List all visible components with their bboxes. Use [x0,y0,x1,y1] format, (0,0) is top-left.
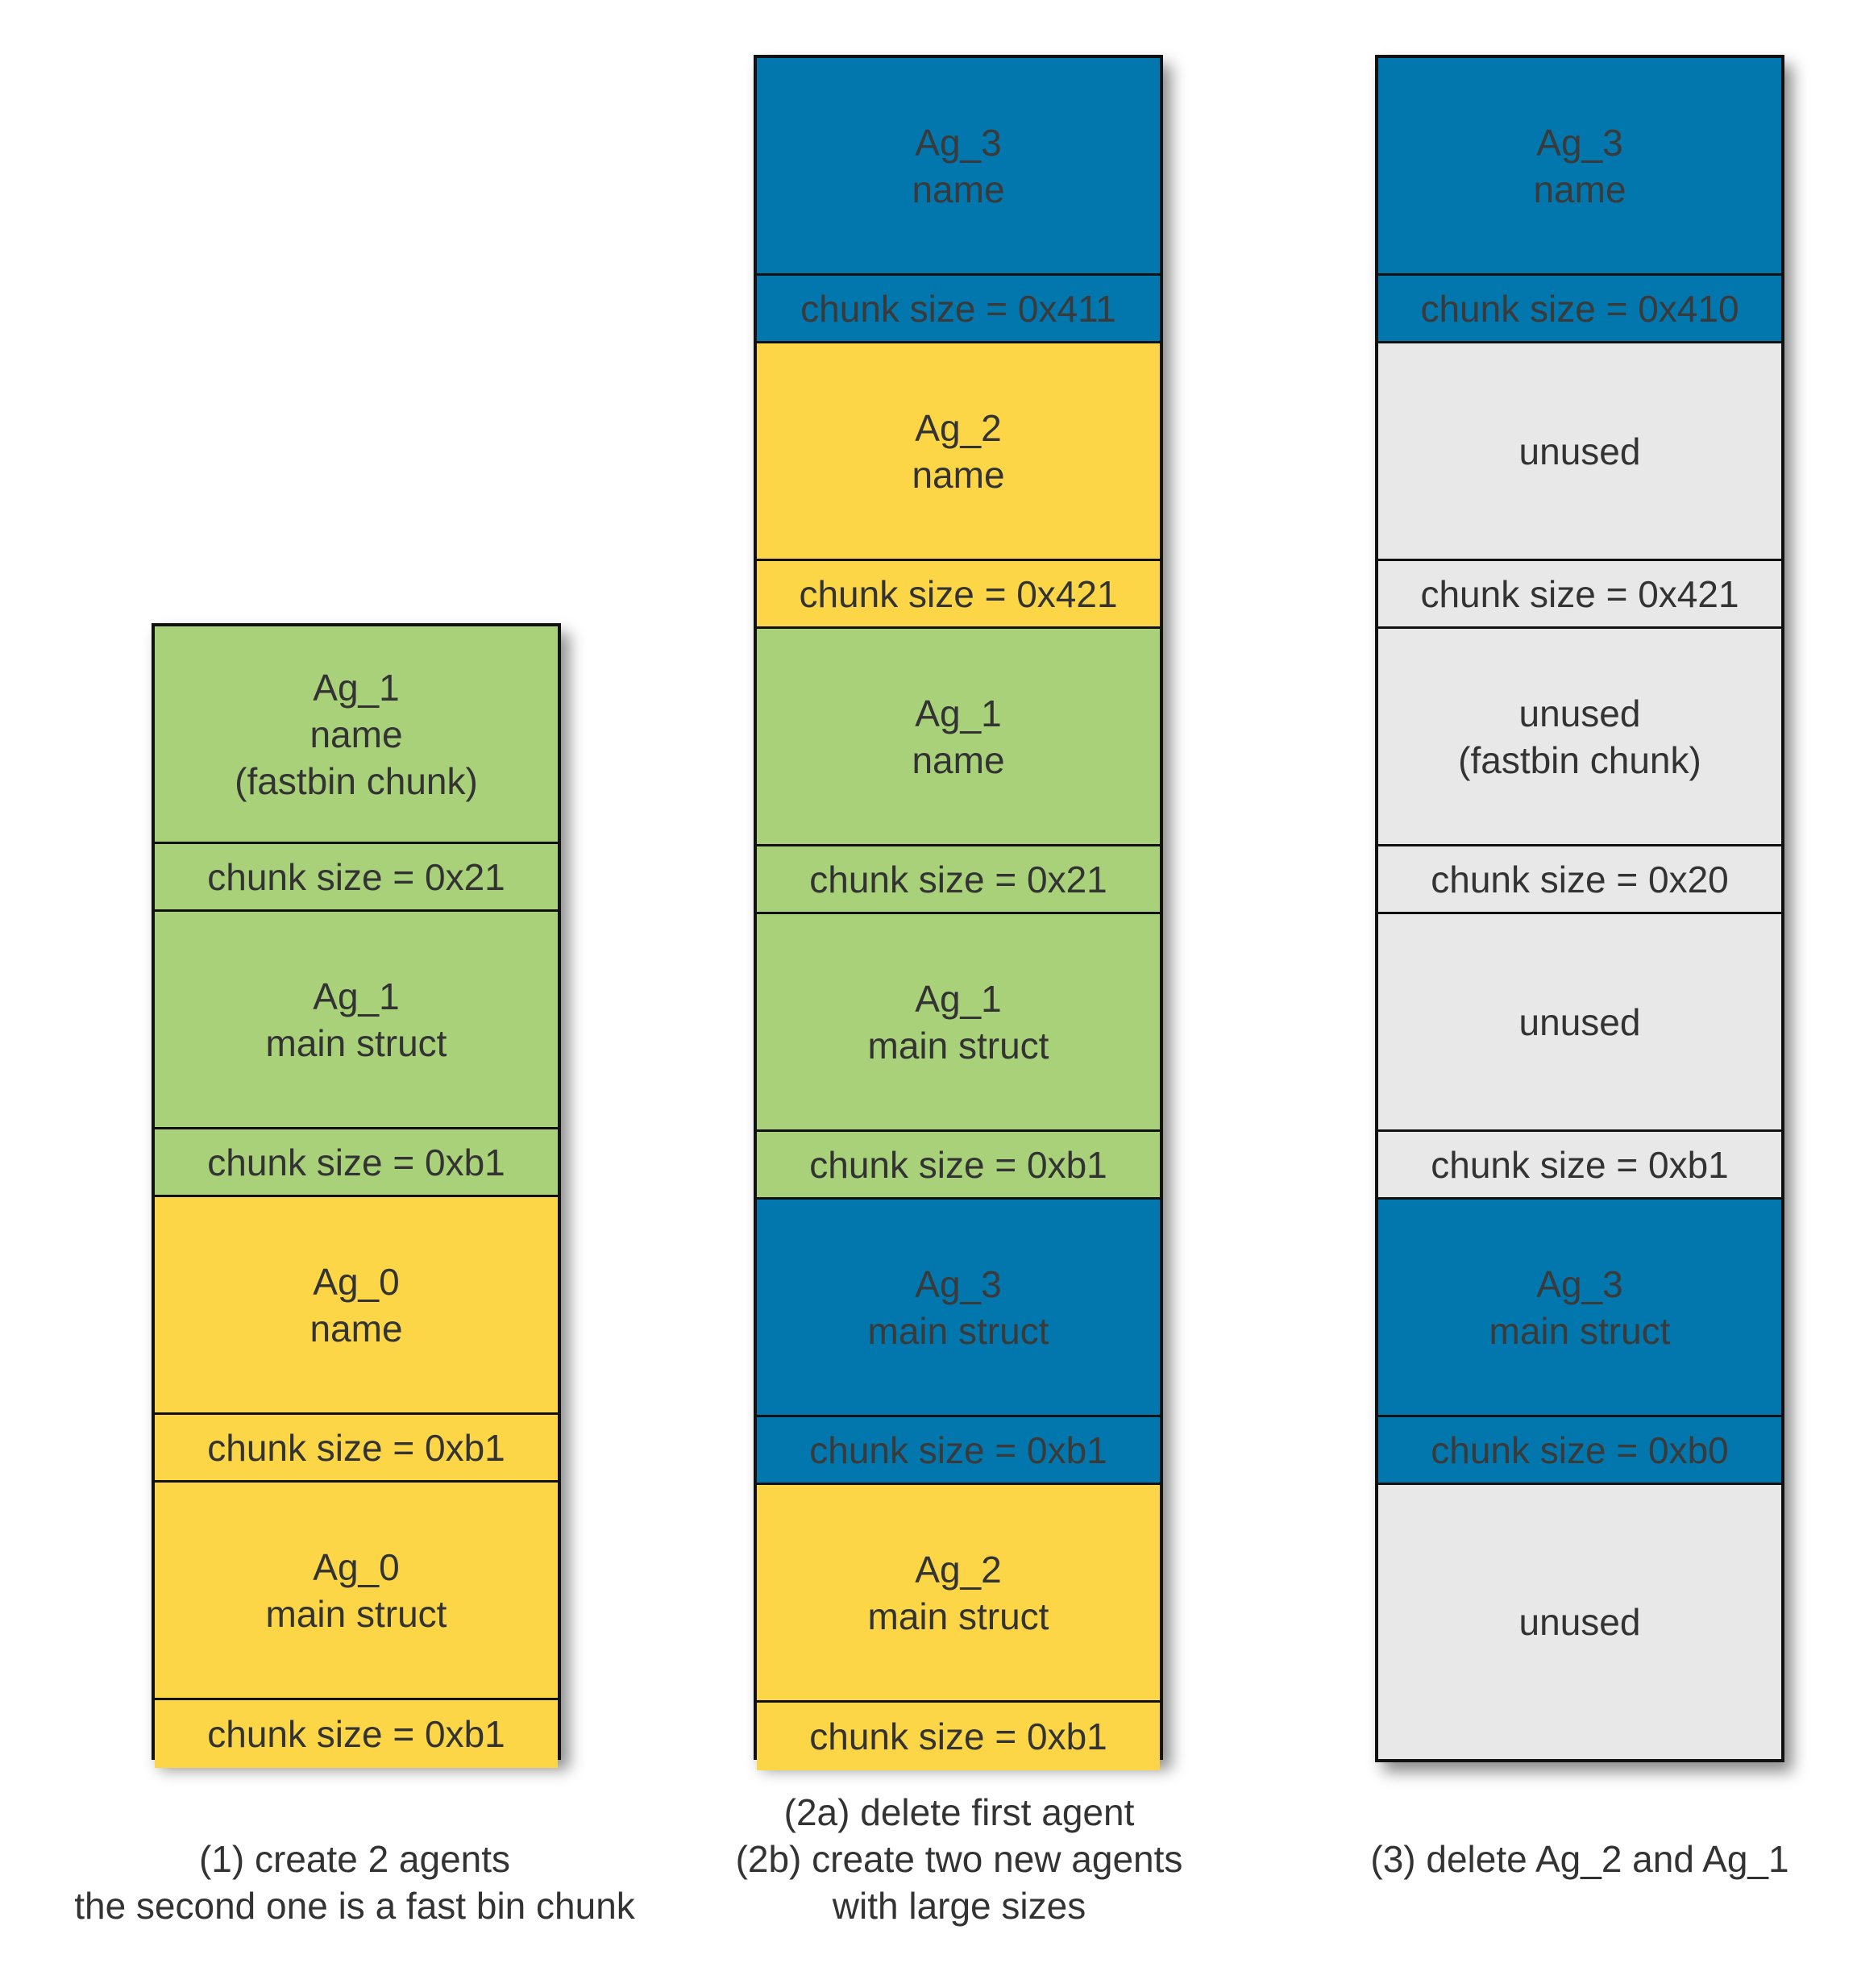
chunk-size-header: chunk size = 0x421 [757,561,1160,629]
caption-step-2: (2a) delete first agent (2b) create two … [735,1791,1183,1927]
heap-chunk-block: Ag_1 main struct [757,914,1160,1132]
heap-column-step-1: Ag_1 name (fastbin chunk)chunk size = 0x… [152,623,561,1768]
heap-chunk-block: Ag_2 main struct [757,1485,1160,1703]
heap-chunk-block: Ag_1 name (fastbin chunk) [155,626,558,844]
heap-chunk-block: Ag_3 main struct [1378,1200,1781,1417]
heap-chunk-block: unused [1378,1485,1781,1759]
heap-chunk-block: unused (fastbin chunk) [1378,629,1781,846]
chunk-size-header: chunk size = 0x421 [1378,561,1781,629]
chunk-size-header: chunk size = 0xb1 [155,1700,558,1768]
chunk-size-header: chunk size = 0x410 [1378,276,1781,343]
heap-chunk-block: Ag_3 name [757,58,1160,276]
heap-chunk-block: Ag_0 main struct [155,1483,558,1700]
chunk-size-header: chunk size = 0xb0 [1378,1417,1781,1485]
heap-chunk-block: Ag_3 main struct [757,1200,1160,1417]
chunk-size-header: chunk size = 0x21 [155,844,558,912]
caption-step-3: (3) delete Ag_2 and Ag_1 [1370,1838,1789,1880]
chunk-size-header: chunk size = 0x20 [1378,846,1781,914]
heap-chunk-block: Ag_0 name [155,1197,558,1415]
heap-chunk-block: unused [1378,914,1781,1132]
chunk-size-header: chunk size = 0xb1 [155,1129,558,1197]
chunk-size-header: chunk size = 0xb1 [155,1415,558,1483]
chunk-size-header: chunk size = 0xb1 [757,1703,1160,1770]
heap-chunk-block: Ag_1 main struct [155,912,558,1129]
chunk-size-header: chunk size = 0x411 [757,276,1160,343]
heap-chunk-block: Ag_2 name [757,343,1160,561]
chunk-size-header: chunk size = 0xb1 [1378,1132,1781,1200]
chunk-size-header: chunk size = 0x21 [757,846,1160,914]
chunk-size-header: chunk size = 0xb1 [757,1132,1160,1200]
chunk-size-header: chunk size = 0xb1 [757,1417,1160,1485]
heap-chunk-block: Ag_3 name [1378,58,1781,276]
heap-chunk-block: Ag_1 name [757,629,1160,846]
caption-step-1: (1) create 2 agents the second one is a … [74,1838,635,1927]
heap-chunk-block: unused [1378,343,1781,561]
